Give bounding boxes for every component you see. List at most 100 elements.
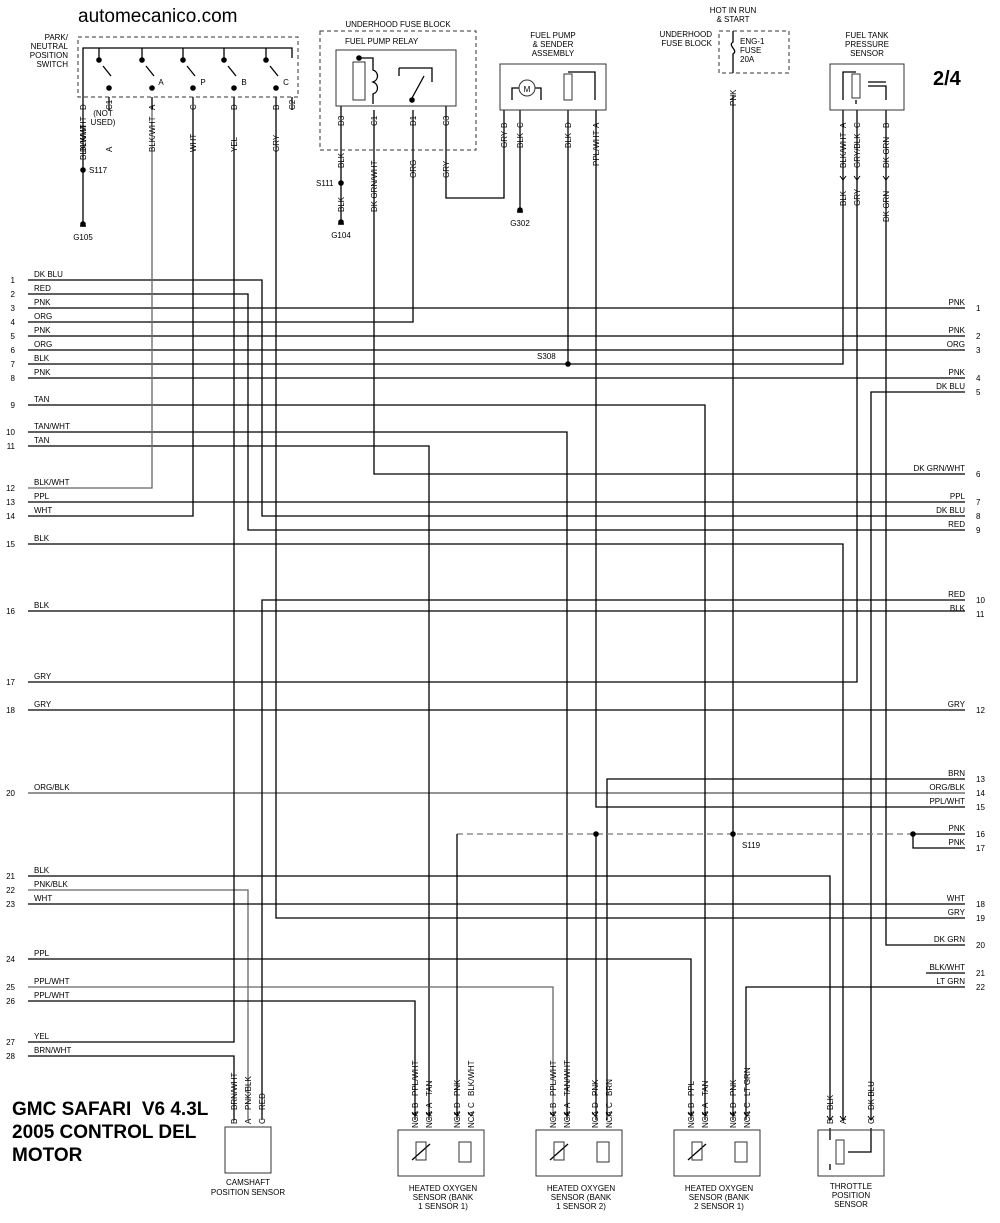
wire-gry-19: [275, 110, 965, 919]
right-wire-color: RED: [948, 590, 965, 599]
left-wire-color: DK BLU: [34, 270, 63, 279]
right-wire-color: PNK: [949, 368, 966, 377]
wire-pplwht-26: [28, 1000, 416, 1120]
connector-arrow: [882, 175, 890, 181]
right-wire-color: DK BLU: [936, 382, 965, 391]
camshaft-label: CAMSHAFT: [226, 1178, 270, 1187]
left-wire-color: ORG: [34, 340, 52, 349]
connector-arrow: [743, 1111, 751, 1117]
right-wire-color: GRY: [948, 908, 966, 917]
left-wire-color: GRY: [34, 700, 52, 709]
relay-blade: [411, 75, 425, 99]
right-wire-color: BLK: [950, 604, 966, 613]
ho2s-b1s2-label: 1 SENSOR 2): [556, 1202, 606, 1211]
connector-arrow: [425, 1111, 433, 1117]
right-pin-number: 12: [976, 706, 985, 715]
splice-s111: S111: [316, 179, 334, 188]
right-wire-color: ORG/BLK: [929, 783, 965, 792]
right-pin-number: 22: [976, 983, 985, 992]
relay-pin: C3: [442, 115, 451, 126]
left-wire-color: BLK: [34, 866, 50, 875]
left-pin-number: 11: [7, 442, 16, 451]
ho2s-b2s1-wire: PNK: [729, 1079, 738, 1096]
fuel-pump-box: [499, 63, 607, 111]
wire-relay-c3-gry: [445, 106, 505, 199]
splice-dot: [593, 831, 599, 837]
left-wire-color: PPL: [34, 949, 50, 958]
tps-pin: C: [867, 1118, 876, 1124]
left-pin-number: 28: [6, 1052, 15, 1061]
tank-resistor: [851, 73, 861, 99]
switch-position-label: C: [283, 78, 289, 87]
left-pin-number: 25: [6, 983, 15, 992]
cam-pin: B: [230, 1119, 239, 1124]
right-pin-number: 16: [976, 830, 985, 839]
ho2s-b1s2-heater-arrow: [549, 1143, 569, 1161]
wire-org-4: [28, 110, 414, 323]
ho2s-b2s1-label: HEATED OXYGEN: [685, 1184, 754, 1193]
tps-resistor: [835, 1139, 845, 1165]
fuse-block-label: UNDERHOOD FUSE BLOCK: [345, 20, 451, 29]
wire-label: BLK/WHT: [79, 124, 88, 160]
left-wire-color: RED: [34, 284, 51, 293]
left-pin-number: 15: [6, 540, 15, 549]
right-wire-color: GRY: [948, 700, 966, 709]
connector-arrow: [826, 1115, 834, 1121]
switch-contact: [273, 85, 279, 91]
labels: 1DK BLU2RED3PNK4ORG5PNK6ORG7BLK8PNK9TAN1…: [6, 6, 985, 1211]
left-wire-color: PNK: [34, 326, 51, 335]
left-pin-number: 17: [6, 678, 15, 687]
fuse-label: 20A: [740, 55, 755, 64]
ho2s-b1s1-pin: D: [453, 1102, 462, 1108]
ho2s-b1s1-label: HEATED OXYGEN: [409, 1184, 478, 1193]
fuel-tank-wire: DK GRN: [882, 137, 891, 168]
ho2s-b1s2-cell: [596, 1141, 610, 1163]
right-pin-number: 13: [976, 775, 985, 784]
left-pin-number: 22: [6, 886, 15, 895]
title-line-2: 2005 CONTROL DEL: [12, 1122, 197, 1143]
ho2s-b1s2-wire: PPL/WHT: [549, 1060, 558, 1096]
splice-s117: S117: [89, 166, 108, 175]
left-pin-number: 6: [11, 346, 16, 355]
cam-pin: A: [244, 1118, 253, 1124]
ho2s-b2s1-pin: C: [743, 1102, 752, 1108]
ho2s-b1s2-nca: NCA: [591, 1110, 600, 1128]
connector-arrow: [563, 1111, 571, 1117]
ground-dot: [338, 219, 344, 225]
right-wire-color: DK BLU: [936, 506, 965, 515]
page-number: 2/4: [933, 68, 961, 90]
ho2s-b1s2-label: HEATED OXYGEN: [547, 1184, 616, 1193]
relay-pin: D3: [337, 115, 346, 126]
ho2s-b1s2-nca: NCA: [549, 1110, 558, 1128]
left-wire-color: PNK: [34, 368, 51, 377]
connector-arrow: [839, 1115, 847, 1121]
ho2s-b2s1-label: SENSOR (BANK: [689, 1193, 750, 1202]
fuse-wire-label: PNK: [729, 89, 738, 106]
fuse-label: ENG-1: [740, 37, 765, 46]
ho2s-b2s1-box: [673, 1129, 761, 1177]
connector-arrow: [549, 1111, 557, 1117]
tps-pin: A: [839, 1118, 848, 1124]
splice-s119: S119: [742, 841, 761, 850]
left-pin-number: 20: [6, 789, 15, 798]
left-pin-number: 14: [6, 512, 15, 521]
wire-yel-27: [28, 110, 235, 1043]
left-wire-color: BLK/WHT: [34, 478, 70, 487]
ho2s-b1s1-heater-arrow: [411, 1143, 431, 1161]
right-pin-number: 3: [976, 346, 981, 355]
park-neutral-wire: WHT: [189, 134, 198, 152]
left-wire-color: GRY: [34, 672, 52, 681]
ho2s-b1s1-label: 1 SENSOR 1): [418, 1202, 468, 1211]
left-wire-color: PNK/BLK: [34, 880, 68, 889]
ho2s-b1s2-wire: PNK: [591, 1079, 600, 1096]
switch-contact: [190, 85, 196, 91]
hot-in-run-label: & START: [716, 15, 749, 24]
ho2s-b2s1-heater-arrow: [687, 1143, 707, 1161]
left-wire-color: TAN: [34, 436, 50, 445]
switch-position-label: A: [158, 78, 164, 87]
connector-arrow: [453, 1111, 461, 1117]
fuel-pump-label: & SENDER: [533, 40, 574, 49]
tps-label: THROTTLE: [830, 1182, 872, 1191]
left-pin-number: 21: [6, 872, 15, 881]
